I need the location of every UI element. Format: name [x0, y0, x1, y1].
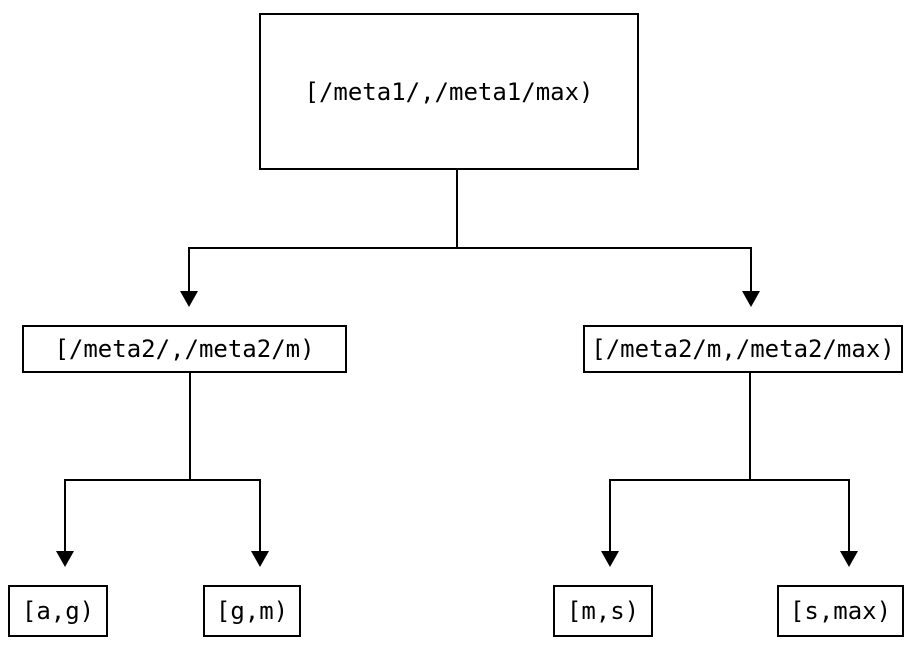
- node-leaf-g-m: [g,m): [203, 585, 301, 637]
- connector-drop-mid-right: [750, 247, 752, 291]
- node-leaf-a-g: [a,g): [8, 585, 108, 637]
- node-meta1-range: [/meta1/,/meta1/max): [259, 13, 639, 170]
- arrow-down-icon: [180, 291, 198, 307]
- connector-right-horizontal: [609, 479, 850, 481]
- node-leaf-m-s: [m,s): [553, 585, 653, 637]
- connector-root-stem: [456, 170, 458, 248]
- connector-drop-leaf-ag: [64, 479, 66, 551]
- connector-drop-leaf-ms: [609, 479, 611, 551]
- node-meta2-low-range: [/meta2/,/meta2/m): [22, 325, 347, 373]
- connector-left-stem: [189, 373, 191, 481]
- connector-drop-leaf-smax: [848, 479, 850, 551]
- arrow-down-icon: [742, 291, 760, 307]
- arrow-down-icon: [840, 551, 858, 567]
- node-meta2-high-range: [/meta2/m,/meta2/max): [583, 325, 903, 373]
- connector-drop-leaf-gm: [259, 479, 261, 551]
- connector-left-horizontal: [64, 479, 261, 481]
- node-leaf-s-max: [s,max): [777, 585, 904, 637]
- arrow-down-icon: [251, 551, 269, 567]
- connector-right-stem: [749, 373, 751, 481]
- arrow-down-icon: [601, 551, 619, 567]
- connector-main-horizontal: [188, 247, 752, 249]
- connector-drop-mid-left: [188, 247, 190, 291]
- arrow-down-icon: [56, 551, 74, 567]
